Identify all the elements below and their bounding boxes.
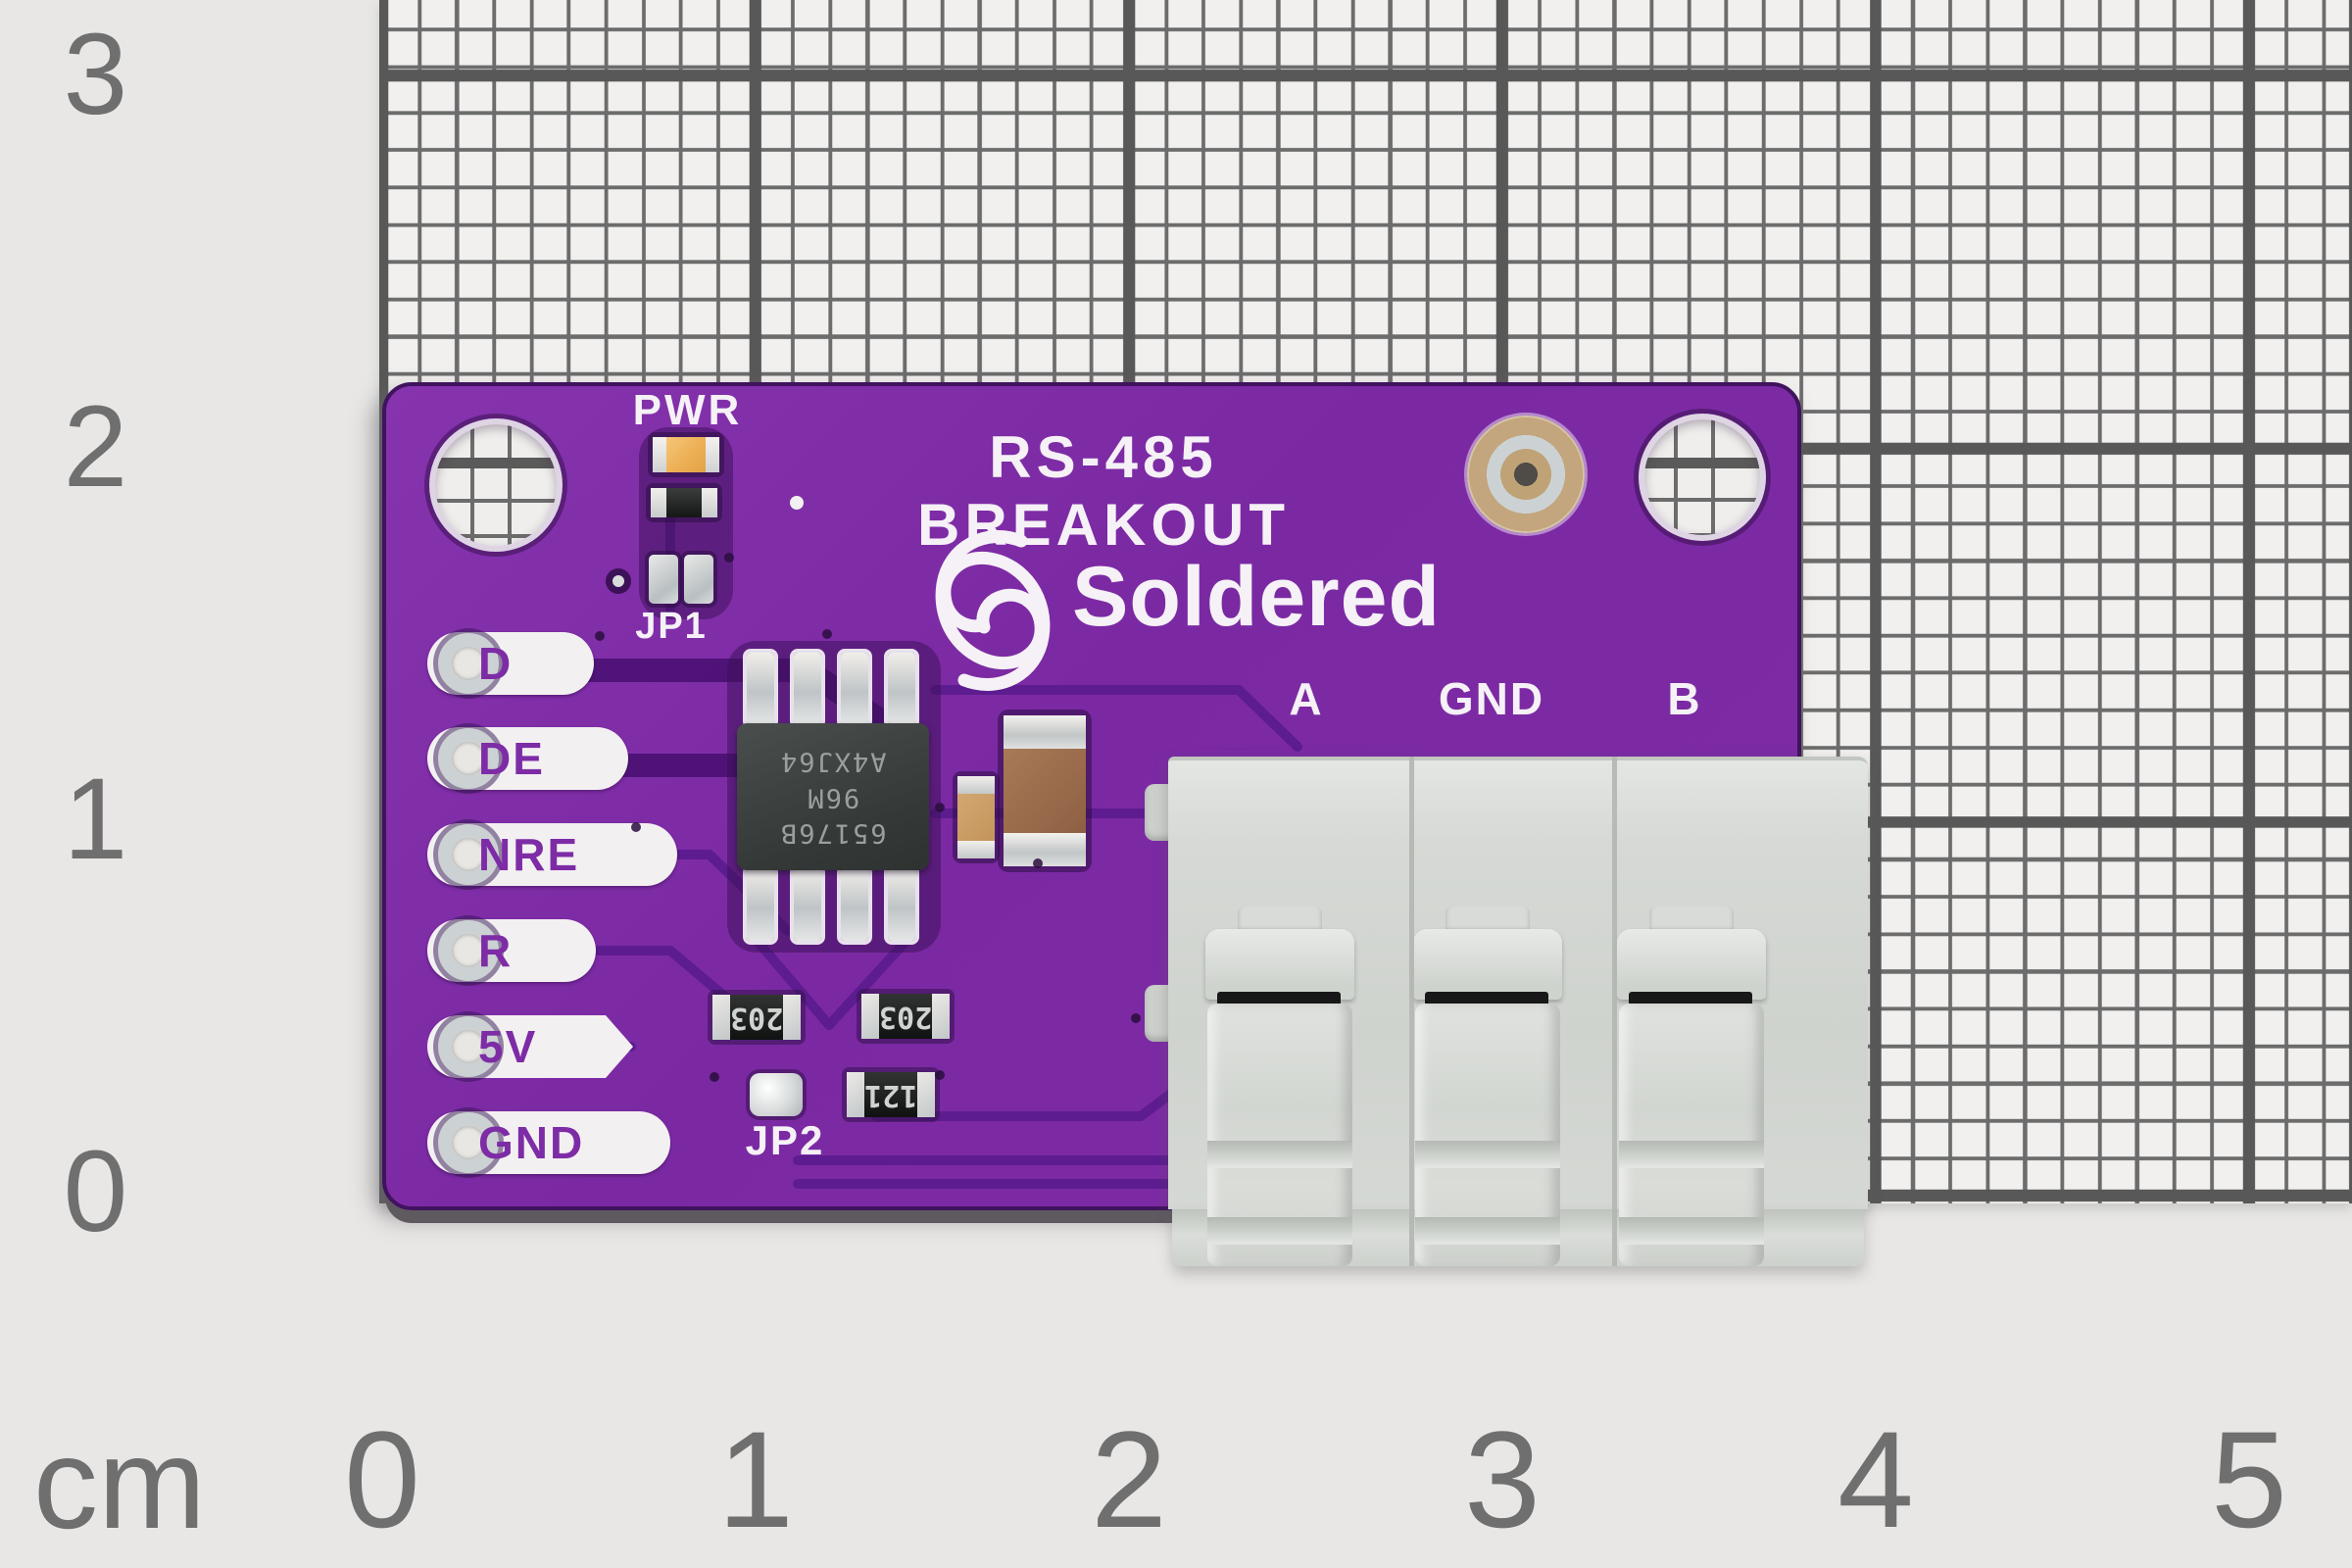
h-ruler-tick-1: 1	[717, 1402, 794, 1556]
terminal-label-a: A	[1289, 673, 1324, 724]
pin-pad	[438, 920, 499, 981]
via-dot	[1131, 1013, 1141, 1023]
v-ruler-tick-0: 0	[63, 1127, 128, 1256]
resistor-203-left: 203	[712, 995, 801, 1040]
via-dot	[595, 631, 605, 641]
terminal-seam	[1612, 757, 1617, 1266]
rs485-transceiver-chip: 65176B 96M A4XJ64	[737, 723, 929, 870]
brass-test-pad	[1467, 416, 1585, 533]
chip-marking-text: 65176B 96M A4XJ64	[779, 746, 887, 849]
soldered-logo-icon	[935, 530, 1051, 691]
v-ruler-tick-1: 1	[63, 755, 128, 884]
led-resistor	[651, 488, 717, 517]
terminal-lever-b[interactable]	[1617, 906, 1766, 1266]
chip-pin	[837, 864, 872, 945]
pwr-led-label: PWR	[632, 386, 743, 434]
h-ruler-tick-5: 5	[2211, 1402, 2287, 1556]
via-dot	[935, 803, 945, 812]
via-dot	[1033, 858, 1043, 868]
jp1-round-pad	[606, 568, 631, 594]
chip-pin	[743, 864, 778, 945]
resistor-203-right: 203	[861, 994, 950, 1039]
power-led	[653, 437, 719, 472]
mounting-hole-right	[1639, 414, 1766, 541]
chip-pin	[790, 649, 825, 729]
via-dot	[631, 822, 641, 832]
brand-name: Soldered	[1072, 550, 1441, 644]
jp1-pad-right	[684, 555, 713, 604]
pin-label: D	[478, 638, 514, 689]
capacitor-small	[957, 776, 995, 858]
pin-label: 5V	[478, 1021, 538, 1072]
jumper2-label: JP2	[745, 1117, 825, 1163]
via-dot	[710, 1072, 719, 1082]
h-ruler-tick-4: 4	[1838, 1402, 1914, 1556]
chip-pin	[884, 649, 919, 729]
jp1-pad-left	[649, 555, 678, 604]
via-dot	[935, 1070, 945, 1080]
chip-pin	[790, 864, 825, 945]
terminal-lever-gnd[interactable]	[1413, 906, 1562, 1266]
h-ruler-tick-0: 0	[344, 1402, 420, 1556]
resistor-121: 121	[847, 1072, 935, 1117]
via-dot	[822, 629, 832, 639]
mounting-hole-left	[429, 418, 563, 552]
v-ruler-tick-2: 2	[63, 382, 128, 512]
h-ruler-tick-3: 3	[1464, 1402, 1541, 1556]
v-ruler-tick-3: 3	[63, 10, 128, 139]
terminal-lever-a[interactable]	[1205, 906, 1354, 1266]
terminal-label-gnd: GND	[1438, 673, 1545, 724]
ruler-unit-label: cm	[33, 1411, 206, 1555]
pin-label: GND	[478, 1117, 585, 1168]
chip-pin	[837, 649, 872, 729]
terminal-block	[1145, 757, 1868, 1266]
terminal-seam	[1409, 757, 1414, 1266]
jumper1-label: JP1	[635, 606, 708, 647]
pin-pad	[438, 1016, 499, 1077]
capacitor-large	[1004, 715, 1086, 866]
silkscreen-dot	[790, 496, 804, 510]
board-title: RS-485 BREAKOUT	[917, 424, 1290, 558]
chip-pin	[884, 864, 919, 945]
pin-label: DE	[478, 733, 545, 784]
pin-label: R	[478, 925, 514, 976]
chip-pin	[743, 649, 778, 729]
via-dot	[724, 553, 734, 563]
terminal-label-b: B	[1667, 673, 1702, 724]
h-ruler-tick-2: 2	[1091, 1402, 1167, 1556]
jp2-solder-jumper	[750, 1073, 803, 1116]
pin-label: NRE	[478, 829, 580, 880]
